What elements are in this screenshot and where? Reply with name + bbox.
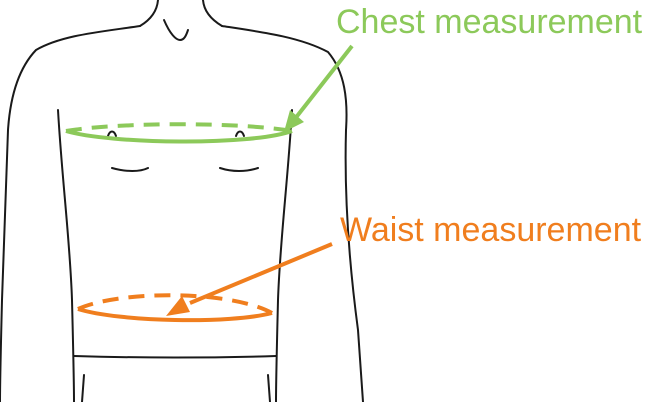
chest-arrow-line: [292, 44, 354, 122]
chest-measurement-label: Chest measurement: [336, 3, 643, 41]
left-pectoral-line: [111, 167, 149, 172]
waist-arrow-head: [166, 296, 190, 316]
waist-arrow: [166, 242, 333, 316]
right-nipple: [235, 130, 245, 137]
waistband-line: [73, 355, 277, 359]
waist-tape: [77, 293, 273, 323]
torso-outline: [0, 0, 364, 402]
left-shoulder-arm-line: [0, 25, 141, 402]
right-shoulder-arm-line: [221, 25, 364, 402]
waist-arrow-line: [189, 242, 333, 305]
chest-tape: [65, 122, 293, 144]
right-pectoral-line: [219, 167, 259, 172]
waist-tape-front: [77, 307, 273, 323]
chest-arrow: [284, 44, 354, 132]
neck-left-line: [139, 0, 159, 27]
chest-tape-back-dashed: [65, 122, 293, 133]
neck-right-line: [202, 0, 223, 27]
left-torso-side: [57, 109, 75, 402]
left-nipple: [107, 130, 117, 137]
chest-arrow-head: [284, 110, 304, 132]
collarbone-notch: [163, 19, 189, 41]
chest-tape-front: [65, 129, 293, 144]
right-torso-side: [275, 109, 293, 402]
left-leg-line: [81, 374, 85, 402]
right-leg-line: [267, 374, 271, 402]
waist-measurement-label: Waist measurement: [340, 211, 642, 249]
